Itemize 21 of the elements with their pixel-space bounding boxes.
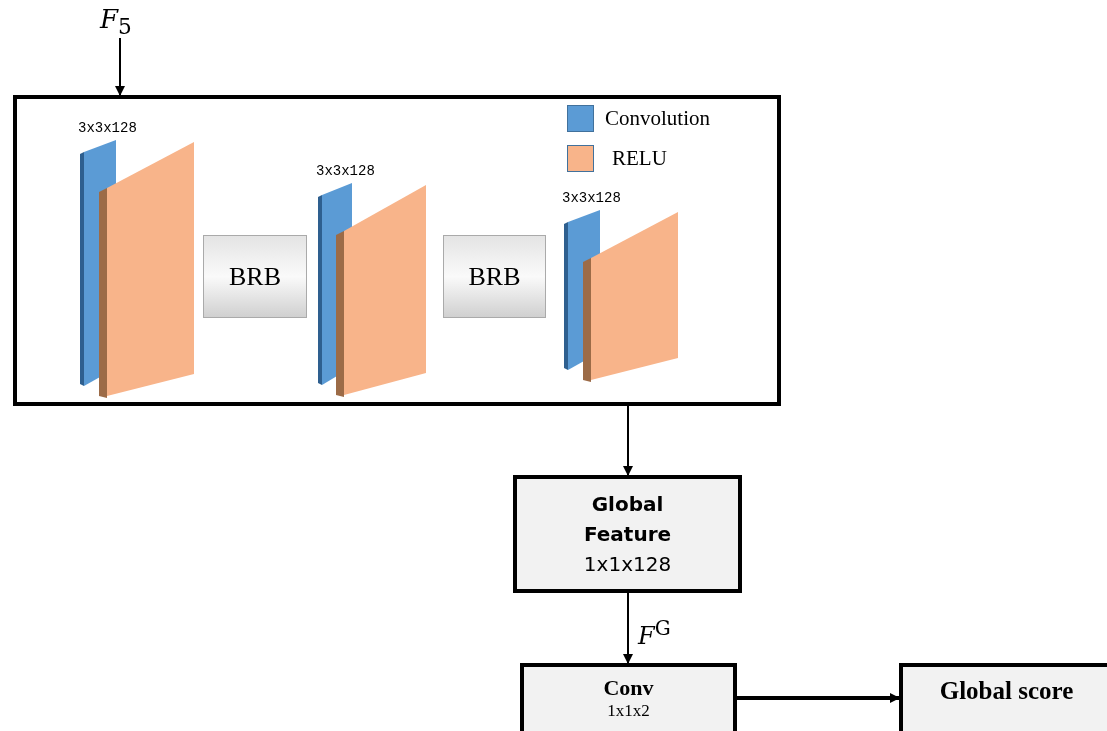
input-label: F$_{5}$ (100, 4, 140, 38)
conv-box (520, 663, 737, 731)
brb-block: BRB (203, 235, 307, 318)
brb-block: BRB (443, 235, 546, 318)
arrow (737, 693, 900, 703)
network-block (13, 95, 781, 406)
layer-size-label: 3x3x128 (562, 190, 621, 206)
layer-size-label: 3x3x128 (316, 163, 375, 179)
arrow (623, 405, 633, 476)
box-size-label: 1x1x128 (582, 551, 673, 578)
legend-label: RELU (612, 146, 667, 171)
box-title: Global score (939, 677, 1074, 705)
feature-box (513, 475, 742, 593)
output-box (899, 663, 1107, 731)
layer-size-label: 3x3x128 (78, 120, 137, 136)
box-title: Conv (603, 675, 654, 701)
arrow (623, 592, 633, 664)
box-title: Global Feature (582, 491, 673, 548)
arrow (115, 37, 125, 96)
legend-label: Convolution (605, 106, 710, 131)
box-size-label: 1x1x2 (607, 701, 650, 721)
